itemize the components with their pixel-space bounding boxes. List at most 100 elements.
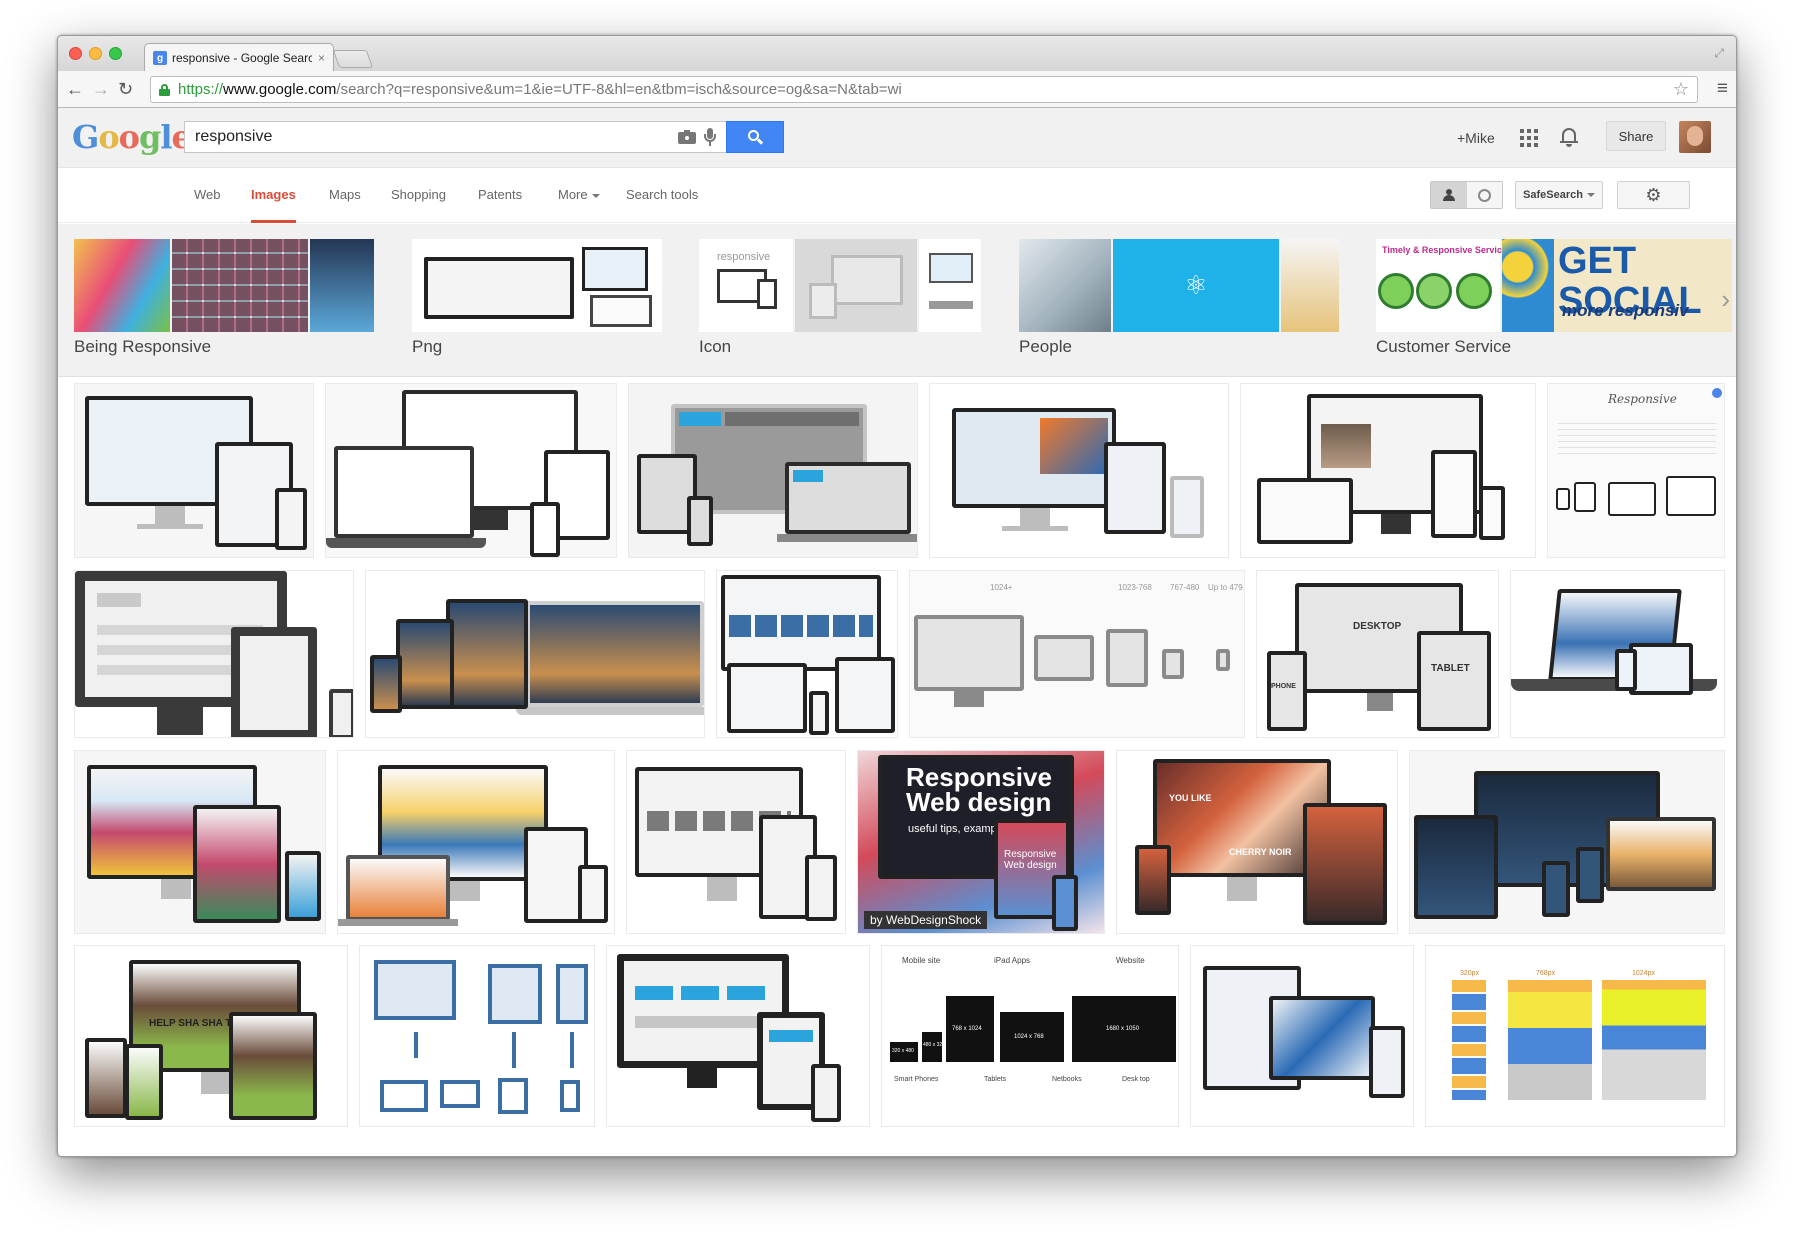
google-favicon-icon: g <box>153 51 167 65</box>
result-image[interactable] <box>716 570 898 738</box>
tab-patents[interactable]: Patents <box>478 187 523 202</box>
image-text: Smart Phones <box>894 1076 939 1083</box>
menu-icon[interactable]: ≡ <box>1716 78 1728 99</box>
image-text: Responsive Web design <box>906 762 1052 817</box>
result-image[interactable] <box>606 945 870 1127</box>
related-label: Customer Service <box>1376 337 1512 356</box>
result-image[interactable] <box>1510 570 1725 738</box>
google-doodle-logo[interactable]: Google <box>72 118 192 156</box>
notifications-bell-icon[interactable] <box>1560 126 1578 148</box>
google-header: Google +Mike Share <box>58 108 1736 168</box>
image-text: iPad Apps <box>994 956 1031 965</box>
tab-shopping[interactable]: Shopping <box>391 187 446 202</box>
new-tab-button[interactable] <box>332 50 374 68</box>
star-icon[interactable]: ☆ <box>1672 79 1689 99</box>
result-image[interactable]: Responsive Web design useful tips, examp… <box>857 750 1105 934</box>
result-image[interactable] <box>1409 750 1725 934</box>
image-text: 1680 x 1050 <box>1106 1026 1140 1032</box>
search-navigation: Web Images Maps Shopping Patents More Se… <box>58 168 1736 223</box>
tab-images[interactable]: Images <box>251 187 296 223</box>
reload-icon[interactable]: ↻ <box>118 79 134 99</box>
safesearch-button[interactable]: SafeSearch <box>1515 181 1603 209</box>
image-text: HELP SHA SHA THE C <box>149 1018 256 1029</box>
tab-strip: g responsive - Google Searc × ⤢ <box>58 36 1736 72</box>
close-tab-icon[interactable]: × <box>317 51 325 65</box>
related-thumb-text: responsive <box>717 251 771 263</box>
image-text: DESKTOP <box>1353 621 1402 632</box>
result-image[interactable] <box>1190 945 1414 1127</box>
related-item-icon[interactable]: responsive Icon <box>699 239 981 361</box>
related-thumb-text: GET SOCIAL <box>1558 240 1702 322</box>
chevron-down-icon <box>1586 193 1595 197</box>
related-item-png[interactable]: Png <box>412 239 662 361</box>
image-text: TABLET <box>1431 663 1470 674</box>
microphone-icon[interactable] <box>704 128 716 146</box>
tab-more[interactable]: More <box>558 187 600 223</box>
image-text: Responsive Web design <box>1004 849 1057 871</box>
result-image[interactable]: HELP SHA SHA THE C <box>74 945 348 1127</box>
tab-maps[interactable]: Maps <box>329 187 361 202</box>
result-image[interactable] <box>628 383 918 558</box>
result-image[interactable]: DESKTOP TABLET PHONE <box>1256 570 1499 738</box>
search-input[interactable] <box>185 122 678 152</box>
image-text: CHERRY NOIR <box>1229 847 1292 857</box>
fullscreen-icon[interactable]: ⤢ <box>1714 46 1724 60</box>
related-item-customer-service[interactable]: Timely & Responsive Service GET SOCIAL m… <box>1376 239 1736 361</box>
minimize-window-button[interactable] <box>89 47 102 60</box>
global-results-button[interactable] <box>1466 182 1502 208</box>
related-item-people[interactable]: ⚛ People <box>1019 239 1341 361</box>
result-image[interactable]: YOU LIKE CHERRY NOIR <box>1116 750 1398 934</box>
result-image[interactable]: Responsive <box>1547 383 1725 558</box>
results-toggle <box>1430 181 1503 209</box>
tab-web[interactable]: Web <box>194 187 221 202</box>
result-image[interactable] <box>365 570 705 738</box>
url-host: www.google.com <box>223 81 337 98</box>
result-image[interactable]: 320px 768px 1024px <box>1425 945 1725 1127</box>
related-item-being-responsive[interactable]: Being Responsive <box>74 239 374 361</box>
result-image[interactable] <box>325 383 617 558</box>
result-image[interactable] <box>337 750 615 934</box>
result-image[interactable]: 1024+ 1023-768 767-480 Up to 479 <box>909 570 1245 738</box>
lock-icon <box>159 83 170 96</box>
image-text: Tablets <box>984 1076 1007 1083</box>
image-text: Website <box>1116 956 1145 965</box>
close-window-button[interactable] <box>69 47 82 60</box>
settings-gear-icon[interactable]: ⚙ <box>1617 181 1690 209</box>
personal-results-button[interactable] <box>1431 182 1467 208</box>
search-tools-button[interactable]: Search tools <box>626 187 699 202</box>
result-image[interactable] <box>626 750 846 934</box>
search-button[interactable] <box>726 121 784 153</box>
image-text: 1024 x 768 <box>1014 1034 1044 1040</box>
result-image[interactable] <box>359 945 595 1127</box>
related-thumb-text: more responsiv <box>1562 301 1689 320</box>
result-image[interactable]: Mobile site iPad Apps Website 320 x 480 … <box>881 945 1179 1127</box>
camera-icon[interactable] <box>678 130 696 144</box>
search-box <box>184 121 784 153</box>
related-searches: Being Responsive Png responsive <box>58 224 1736 377</box>
browser-window: g responsive - Google Searc × ⤢ ← → ↻ ht… <box>57 35 1737 1157</box>
image-text: 767-480 <box>1170 583 1200 592</box>
search-icon <box>747 129 763 145</box>
user-profile-link[interactable]: +Mike <box>1457 130 1495 146</box>
back-icon[interactable]: ← <box>66 79 84 99</box>
apps-grid-icon[interactable] <box>1520 129 1538 147</box>
share-button[interactable]: Share <box>1606 121 1666 151</box>
image-text: 480 x 320 <box>923 1042 945 1048</box>
forward-icon[interactable]: → <box>92 79 110 99</box>
chevron-down-icon <box>591 193 600 198</box>
result-image[interactable] <box>929 383 1229 558</box>
address-bar[interactable]: https:// www.google.com /search?q=respon… <box>150 76 1698 103</box>
result-image[interactable] <box>74 750 326 934</box>
image-text: Netbooks <box>1052 1076 1082 1083</box>
result-image[interactable] <box>74 570 354 738</box>
image-text: 1023-768 <box>1118 583 1152 592</box>
zoom-window-button[interactable] <box>109 47 122 60</box>
chevron-right-icon[interactable]: › <box>1721 284 1730 314</box>
result-image[interactable] <box>74 383 314 558</box>
image-text: 1024px <box>1632 970 1655 977</box>
image-text: PHONE <box>1271 683 1296 690</box>
result-image[interactable] <box>1240 383 1536 558</box>
avatar[interactable] <box>1679 121 1711 153</box>
globe-icon <box>1477 188 1491 202</box>
browser-tab[interactable]: g responsive - Google Searc × <box>144 43 334 72</box>
